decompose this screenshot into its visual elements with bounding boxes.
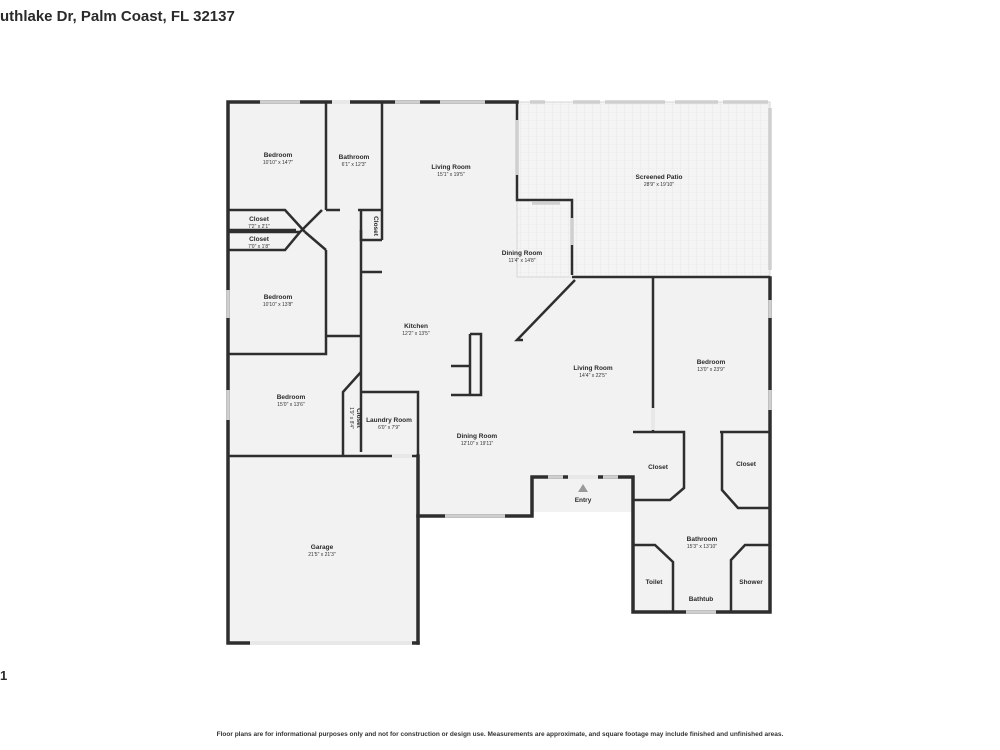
room-closet-1: Closet 7'2" x 2'1": [248, 216, 270, 230]
room-toilet: Toilet: [646, 579, 664, 586]
room-laundry: Laundry Room 6'0" x 7'9": [366, 417, 412, 431]
room-name: Dining Room: [502, 250, 543, 257]
page-number: 1: [0, 668, 8, 683]
room-dims: 15'1" x 19'5": [437, 172, 465, 178]
room-name: Shower: [739, 579, 763, 586]
room-name: Closet: [355, 408, 362, 429]
room-name: Bedroom: [697, 359, 726, 366]
room-bedroom-4: Bedroom 13'0" x 23'9": [697, 359, 726, 373]
room-dims: 7'2" x 2'1": [248, 224, 270, 230]
room-name: Living Room: [573, 365, 613, 372]
room-bathroom-1: Bathroom 6'1" x 12'3": [339, 154, 370, 168]
room-dims: 1'9" x 8'4": [348, 407, 354, 429]
room-dims: 6'1" x 12'3": [342, 162, 367, 168]
room-name: Toilet: [646, 579, 664, 586]
room-name: Dining Room: [457, 433, 498, 440]
room-bedroom-2: Bedroom 10'10" x 13'8": [263, 294, 293, 308]
room-dims: 14'4" x 22'5": [579, 373, 607, 379]
room-dims: 12'2" x 13'5": [402, 331, 430, 337]
room-name: Closet: [648, 464, 669, 471]
room-name: Bathroom: [687, 536, 718, 543]
room-name: Closet: [249, 236, 270, 243]
room-name: Bedroom: [277, 394, 306, 401]
room-closet-5: Closet: [736, 461, 757, 468]
room-dims: 10'10" x 14'7": [263, 160, 293, 166]
page-title: uthlake Dr, Palm Coast, FL 32137: [0, 8, 235, 25]
room-dims: 28'9" x 19'10": [644, 182, 674, 188]
room-name: Closet: [372, 216, 379, 237]
room-name: Bathtub: [689, 596, 714, 603]
room-living-2: Living Room 14'4" x 22'5": [573, 365, 613, 379]
room-dims: 13'0" x 23'9": [697, 367, 725, 373]
room-dims: 15'3" x 13'10": [687, 544, 717, 550]
room-closet-4: Closet: [648, 464, 669, 471]
room-name: Closet: [736, 461, 757, 468]
room-dims: 15'0" x 13'6": [277, 402, 305, 408]
room-name: Bedroom: [264, 294, 293, 301]
room-bedroom-3: Bedroom 15'0" x 13'6": [277, 394, 306, 408]
patio-floor: [516, 101, 771, 278]
room-closet-2: Closet 7'0" x 1'8": [248, 236, 270, 250]
room-bathtub: Bathtub: [689, 596, 714, 603]
room-name: Bathroom: [339, 154, 370, 161]
room-closet-small: Closet: [372, 216, 379, 237]
room-dims: 7'0" x 1'8": [248, 244, 270, 250]
entry-label: Entry: [575, 497, 592, 504]
room-name: Living Room: [431, 164, 471, 171]
room-bathroom-2: Bathroom 15'3" x 13'10": [687, 536, 718, 550]
room-name: Laundry Room: [366, 417, 412, 424]
room-dims: 12'10" x 19'11": [461, 441, 494, 447]
room-name: Kitchen: [404, 323, 428, 330]
room-name: Closet: [249, 216, 270, 223]
room-bedroom-1: Bedroom 10'10" x 14'7": [263, 152, 293, 166]
room-dining-1: Dining Room 11'4" x 14'8": [502, 250, 543, 264]
room-name: Bedroom: [264, 152, 293, 159]
room-dims: 6'0" x 7'9": [378, 425, 400, 431]
room-closet-3: Closet 1'9" x 8'4": [348, 407, 362, 429]
room-kitchen: Kitchen 12'2" x 13'5": [402, 323, 430, 337]
room-name: Garage: [311, 544, 334, 551]
entry-arrow-icon: [578, 484, 588, 492]
room-garage: Garage 21'5" x 21'3": [308, 544, 336, 558]
room-dims: 10'10" x 13'8": [263, 302, 293, 308]
room-shower: Shower: [739, 579, 763, 586]
room-dims: 21'5" x 21'3": [308, 552, 336, 558]
room-dims: 11'4" x 14'8": [508, 258, 535, 264]
room-dining-2: Dining Room 12'10" x 19'11": [457, 433, 498, 447]
room-screened-patio: Screened Patio 28'9" x 19'10": [636, 174, 683, 188]
disclaimer-footer: Floor plans are for informational purpos…: [216, 731, 784, 738]
room-name: Screened Patio: [636, 174, 683, 181]
room-living-1: Living Room 15'1" x 19'5": [431, 164, 471, 178]
